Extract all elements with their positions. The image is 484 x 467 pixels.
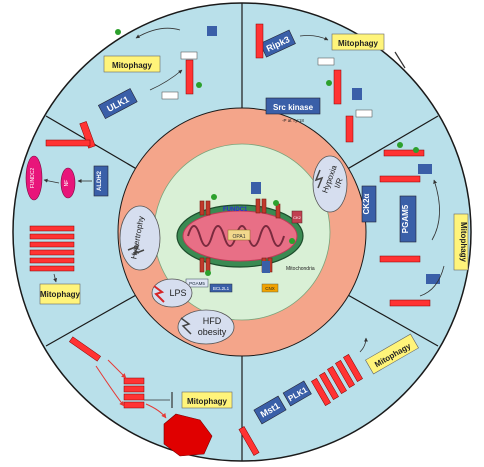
svg-text:CNX: CNX bbox=[265, 286, 275, 291]
pgam5-box: PGAM5 bbox=[399, 195, 417, 243]
mitochondria-label: Mitochondria bbox=[286, 266, 315, 272]
nf-ellipse: NF bbox=[60, 167, 76, 199]
svg-text:Mitophagy: Mitophagy bbox=[187, 397, 228, 406]
fundc1-label: FUNDC1 bbox=[223, 207, 248, 213]
center-small-markers bbox=[205, 182, 295, 276]
ripk3-box: Ripk3 bbox=[259, 29, 296, 58]
mitophagy-box-ripk3: Mitophagy bbox=[331, 33, 385, 51]
mitophagy-box-ck2a: Mitophagy bbox=[453, 213, 469, 271]
sector-ulk1: Mitophagy ULK1 bbox=[79, 26, 217, 149]
hypoxia-ir-trigger: Hypoxia I/R bbox=[312, 155, 348, 213]
opa1-label: OPA1 bbox=[233, 234, 246, 240]
mitophagy-box-ulk1: Mitophagy bbox=[103, 55, 161, 73]
sector-aldh2-fundc2: ALDH2 NF FUNDC2 Mitophagy bbox=[25, 139, 109, 305]
lps-trigger: LPS bbox=[151, 278, 193, 308]
mitochondrion: OPA1 bbox=[176, 198, 304, 273]
ck2a-box: CK2α bbox=[361, 185, 377, 223]
plk1-box: PLK1 bbox=[282, 380, 312, 407]
sector-dividers bbox=[45, 3, 439, 461]
red-octagon bbox=[163, 413, 213, 457]
cnx-tag: CNX bbox=[261, 283, 279, 293]
svg-text:HFD: HFD bbox=[203, 316, 222, 326]
sector-ck2a-pgam5: CK2α PGAM5 Mitophagy bbox=[361, 142, 469, 307]
mst1-box: Mst1 bbox=[253, 395, 287, 425]
svg-text:-P at Tyr18: -P at Tyr18 bbox=[282, 118, 304, 123]
svg-text:Src kinase: Src kinase bbox=[273, 103, 314, 112]
mitophagy-box-aldh2: Mitophagy bbox=[39, 283, 81, 305]
svg-text:PGAM5: PGAM5 bbox=[401, 204, 410, 233]
svg-text:BCL2L1: BCL2L1 bbox=[213, 286, 230, 291]
ck2-tag: CK2 bbox=[291, 210, 303, 224]
svg-text:CK2α: CK2α bbox=[362, 193, 371, 214]
svg-text:obesity: obesity bbox=[198, 327, 227, 337]
svg-text:CK2: CK2 bbox=[293, 215, 302, 220]
svg-text:NF: NF bbox=[64, 180, 70, 187]
svg-text:FUNDC2: FUNDC2 bbox=[30, 168, 36, 188]
hypertrophy-trigger: Hypertrophy bbox=[119, 205, 161, 271]
svg-text:ALDH2: ALDH2 bbox=[97, 170, 103, 191]
svg-text:Mitophagy: Mitophagy bbox=[40, 290, 81, 299]
svg-text:Mitophagy: Mitophagy bbox=[338, 39, 379, 48]
sector-bottom-left: Mitophagy bbox=[69, 336, 233, 457]
src-kinase-box: Src kinase -P at Tyr18 bbox=[265, 97, 321, 123]
hfd-obesity-trigger: HFD obesity bbox=[177, 309, 235, 345]
svg-text:Mitophagy: Mitophagy bbox=[459, 222, 468, 263]
fundc2-ellipse: FUNDC2 bbox=[25, 155, 43, 201]
mitophagy-box-bottom-left: Mitophagy bbox=[181, 391, 233, 409]
sector-ripk3-src: Mitophagy Ripk3 Src kinase -P at Tyr18 bbox=[255, 23, 406, 143]
svg-text:LPS: LPS bbox=[169, 288, 186, 298]
svg-text:I/R: I/R bbox=[333, 177, 345, 190]
svg-text:PGAM5: PGAM5 bbox=[189, 281, 205, 286]
bcl2l1-tag: BCL2L1 bbox=[209, 283, 233, 293]
svg-text:Mitophagy: Mitophagy bbox=[112, 61, 153, 70]
aldh2-box: ALDH2 bbox=[93, 165, 109, 197]
